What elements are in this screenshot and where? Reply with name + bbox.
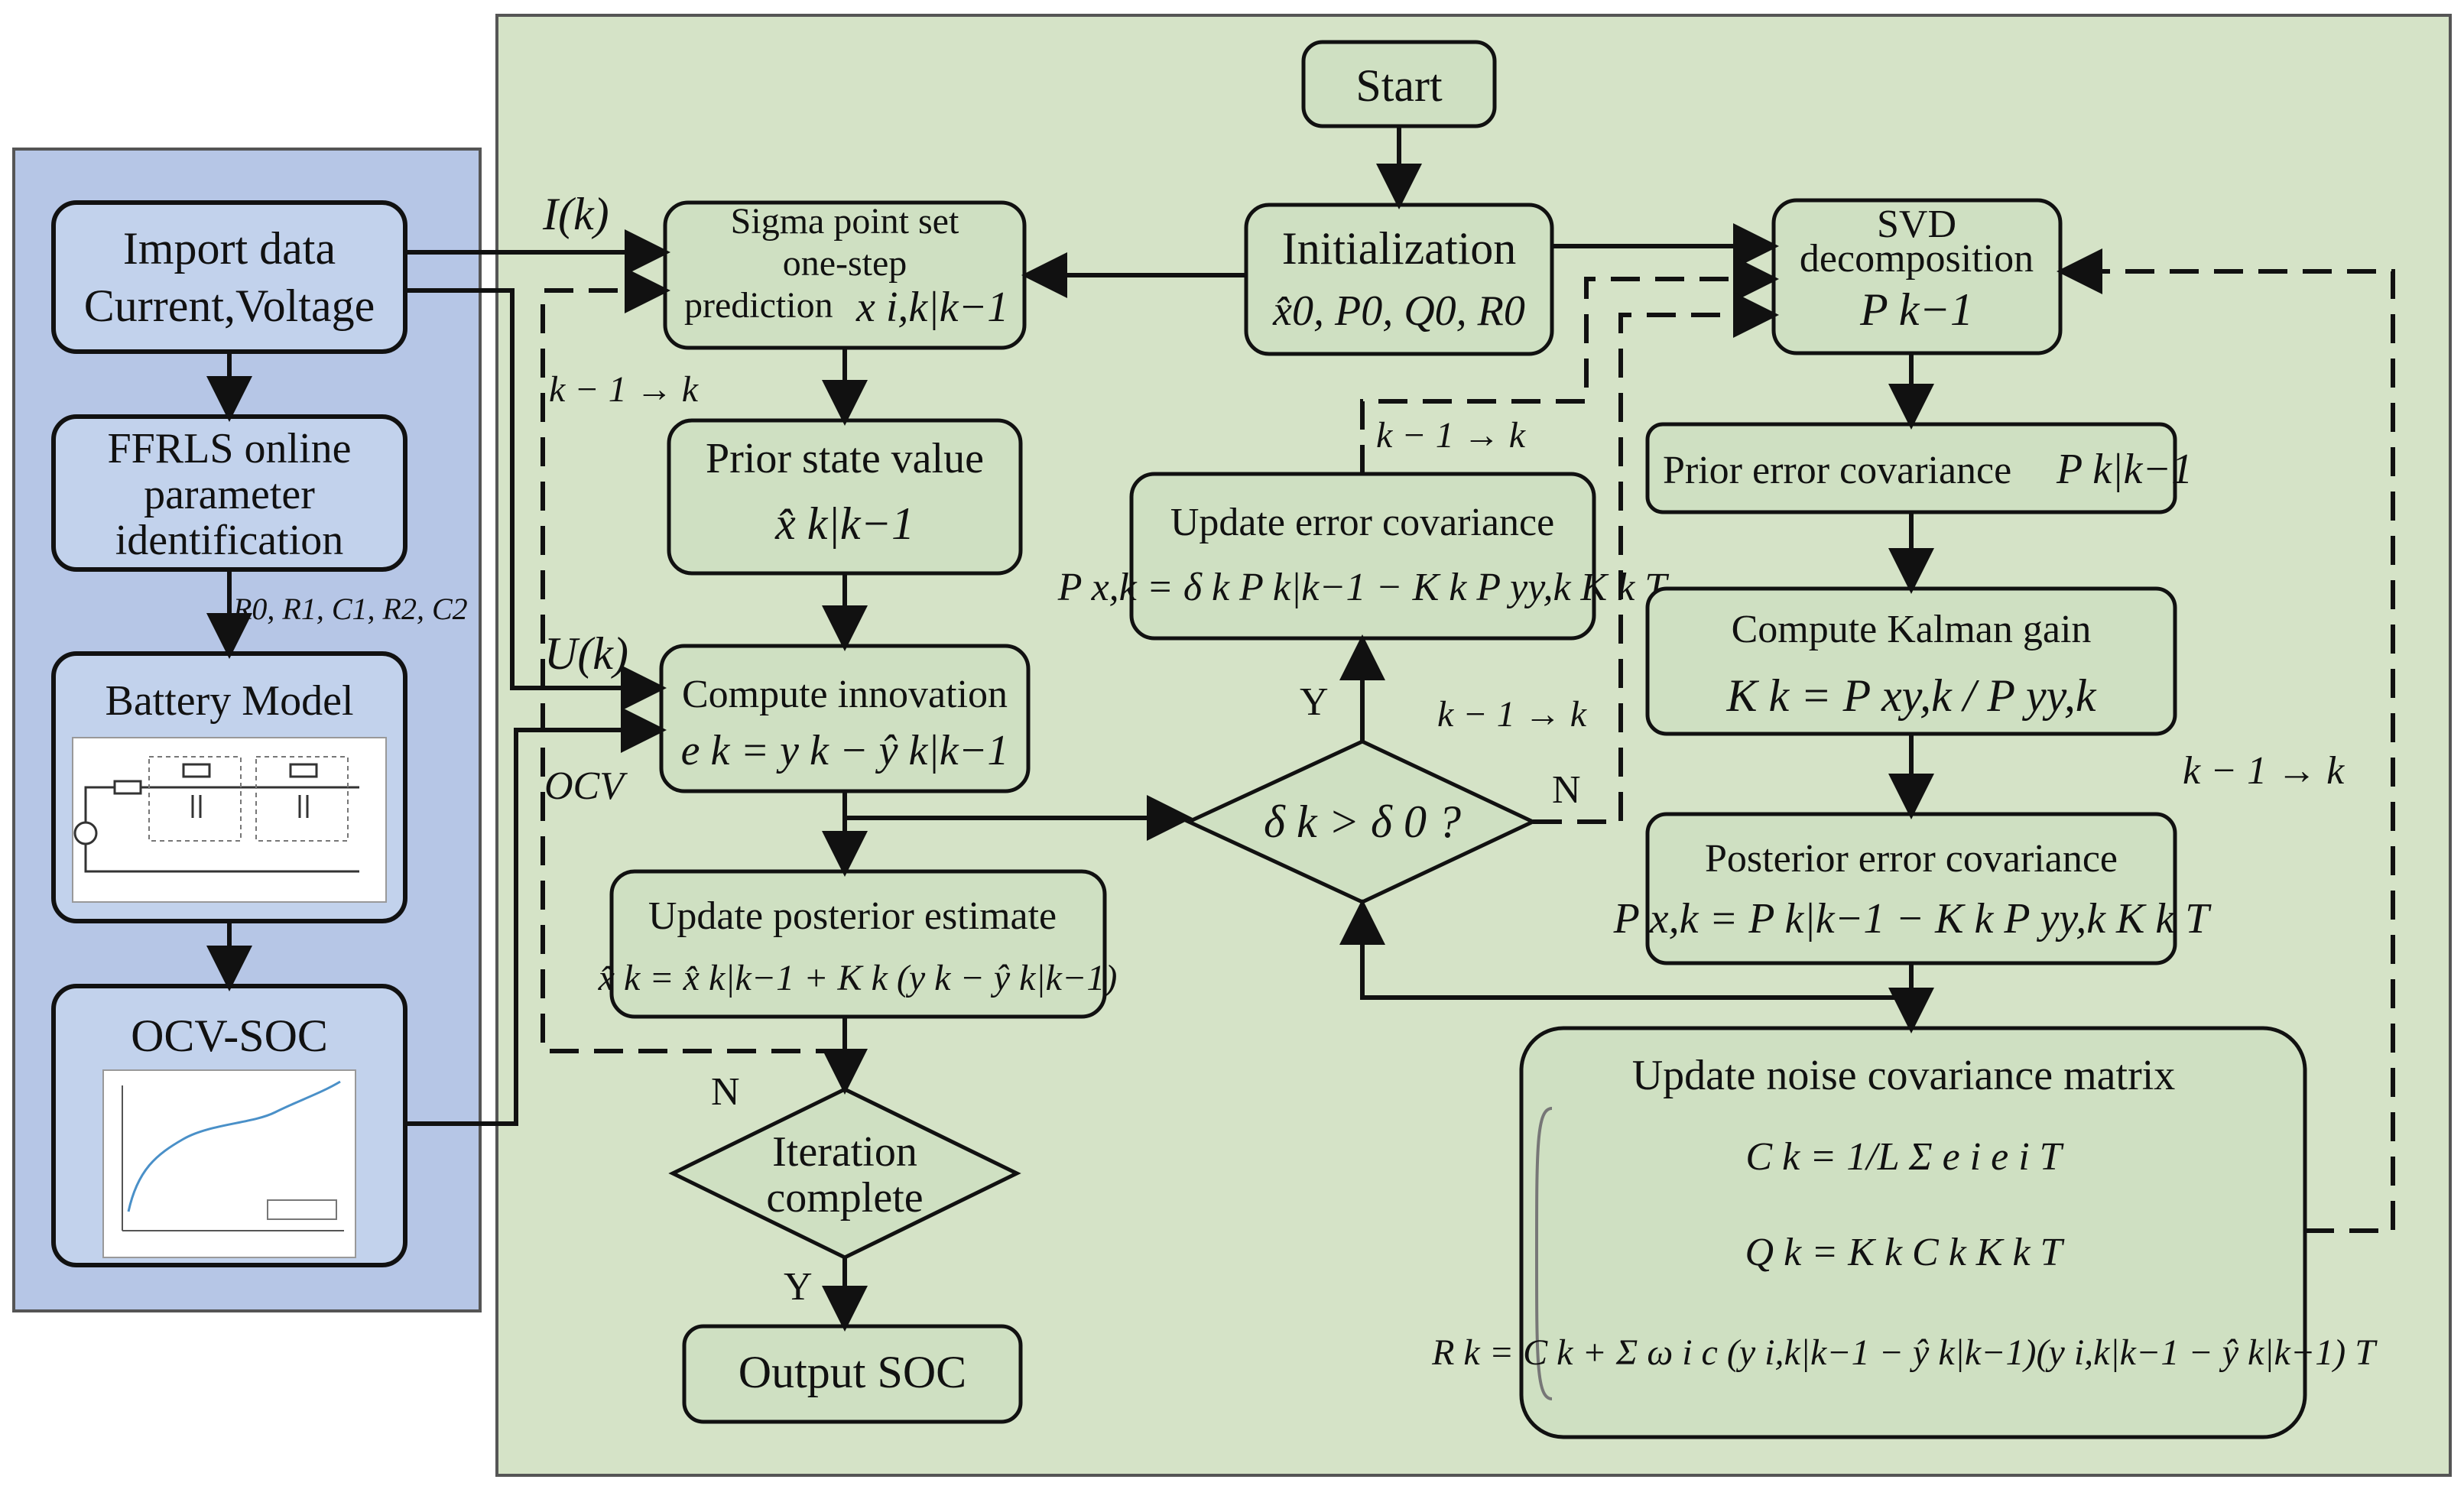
- decision-yes-label: Y: [1300, 680, 1329, 724]
- ocv-signal-label: OCV: [544, 764, 628, 808]
- voltage-signal-label: U(k): [544, 628, 628, 679]
- innovation-eq: e k = y k − ŷ k|k−1: [681, 727, 1009, 774]
- iteration-yes-label: Y: [784, 1265, 813, 1309]
- posterior-error-cov-eq: P x,k = P k|k−1 − K k P yy,k K k T: [1613, 895, 2212, 943]
- ocv-soc-title: OCV-SOC: [131, 1011, 328, 1061]
- decision-no-label: N: [1552, 768, 1581, 812]
- posterior-error-cov-label: Posterior error covariance: [1705, 837, 2118, 881]
- update-error-cov-label: Update error covariance: [1170, 501, 1554, 544]
- noise-cov-eq-r: R k = C k + Σ ω i c (y i,k|k−1 − ŷ k|k−1…: [1431, 1332, 2378, 1373]
- sigma-line3: prediction: [684, 285, 833, 326]
- ffrls-line3: identification: [115, 517, 344, 564]
- import-data-line2: Current,Voltage: [84, 281, 375, 331]
- svd-eq: P k−1: [1859, 284, 1973, 335]
- kalman-gain-label: Compute Kalman gain: [1732, 608, 2092, 651]
- current-signal-label: I(k): [542, 189, 609, 239]
- svd-line2: decomposition: [1800, 237, 2034, 281]
- step-label-mid: k − 1 → k: [1376, 415, 1527, 456]
- output-soc-label: Output SOC: [739, 1347, 966, 1397]
- import-data-line1: Import data: [123, 223, 336, 274]
- sigma-line2: one-step: [783, 243, 907, 284]
- initialization-eq: x̂0, P0, Q0, R0: [1272, 287, 1525, 335]
- noise-cov-label: Update noise covariance matrix: [1632, 1052, 2176, 1099]
- step-label-left: k − 1 → k: [549, 369, 700, 410]
- noise-cov-eq-c: C k = 1/L Σ e i e i T: [1745, 1135, 2063, 1179]
- innovation-label: Compute innovation: [682, 673, 1008, 716]
- delta-decision-label: δ k > δ 0 ?: [1264, 797, 1461, 847]
- prior-state-eq: x̂ k|k−1: [774, 498, 914, 549]
- battery-model-title: Battery Model: [105, 677, 353, 725]
- start-label: Start: [1355, 60, 1443, 111]
- ffrls-line1: FFRLS online: [108, 425, 352, 472]
- iteration-no-label: N: [711, 1070, 740, 1114]
- sigma-eq: x i,k|k−1: [855, 284, 1008, 331]
- prior-error-cov-eq: P k|k−1: [2056, 446, 2193, 493]
- prior-state-label: Prior state value: [706, 435, 984, 482]
- noise-cov-eq-q: Q k = K k C k K k T: [1745, 1231, 2065, 1274]
- svd-line1: SVD: [1877, 203, 1956, 246]
- iteration-line2: complete: [766, 1174, 923, 1222]
- step-label-decision: k − 1 → k: [1437, 694, 1588, 735]
- sigma-line1: Sigma point set: [731, 201, 959, 242]
- update-error-cov-box: [1129, 472, 1596, 641]
- posterior-estimate-label: Update posterior estimate: [648, 894, 1057, 938]
- ffrls-line2: parameter: [144, 471, 315, 518]
- posterior-estimate-eq: x̂ k = x̂ k|k−1 + K k (y k − ŷ k|k−1): [598, 958, 1118, 998]
- params-label: R0, R1, C1, R2, C2: [232, 592, 468, 626]
- ocv-soc-thumbnail: [102, 1069, 356, 1258]
- initialization-label: Initialization: [1282, 223, 1517, 274]
- iteration-line1: Iteration: [772, 1128, 917, 1176]
- update-error-cov-eq: P x,k = δ k P k|k−1 − K k P yy,k K k T: [1057, 566, 1670, 609]
- noise-cov-brace: [1535, 1107, 1553, 1400]
- circuit-thumbnail: [72, 737, 387, 903]
- kalman-gain-eq: K k = P xy,k / P yy,k: [1725, 670, 2096, 721]
- step-label-right: k − 1 → k: [2183, 749, 2345, 793]
- prior-error-cov-label: Prior error covariance: [1663, 449, 2011, 492]
